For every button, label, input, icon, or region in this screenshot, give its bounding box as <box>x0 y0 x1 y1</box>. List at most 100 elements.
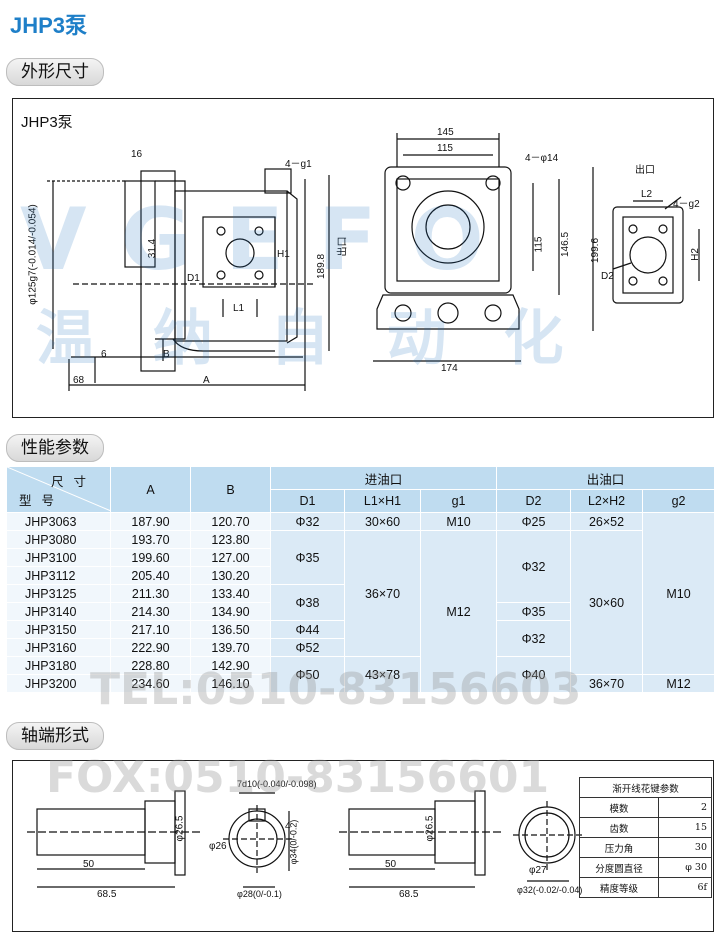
cell-model: JHP3140 <box>6 602 111 621</box>
dim-189-8: 189.8 <box>316 253 328 280</box>
cell-model: JHP3160 <box>6 638 111 657</box>
param-name: 模数 <box>579 797 659 818</box>
table-row: JHP3080 193.70 123.80 Φ35 36×70 M12 Φ32 … <box>6 530 715 693</box>
dim-6: 6 <box>101 349 107 360</box>
section-dimensions: 外形尺寸 <box>6 58 104 86</box>
cell-g2: M12 <box>642 674 716 693</box>
cell-D2: Φ32 <box>496 530 572 603</box>
spline-dim-50: 50 <box>385 859 397 870</box>
dim-146-5: 146.5 <box>560 231 572 258</box>
col-header-L2H2: L2×H2 <box>570 489 644 513</box>
spline-dim-phi32: φ32(-0.02/-0.04) <box>517 885 583 895</box>
dim-4-g1: 4－g1 <box>285 159 312 170</box>
cell-A: 234.60 <box>110 674 191 693</box>
cell-model: JHP3200 <box>6 674 111 693</box>
cell-A: 193.70 <box>110 530 191 549</box>
cell-A: 217.10 <box>110 620 191 639</box>
dim-phi125: φ125g7(-0.014/-0.054) <box>27 204 39 305</box>
spline-dim-68-5: 68.5 <box>399 889 419 900</box>
cell-B: 136.50 <box>190 620 271 639</box>
col-header-D2: D2 <box>496 489 572 513</box>
cell-B: 130.20 <box>190 566 271 585</box>
dim-115-side: 115 <box>533 236 545 253</box>
col-header-L1H1: L1×H1 <box>344 489 421 513</box>
cell-D1: Φ44 <box>270 620 345 639</box>
cell-A: 187.90 <box>110 512 191 531</box>
col-header-inlet: 进油口 <box>269 466 498 490</box>
cell-A: 214.30 <box>110 602 191 621</box>
cell-model: JHP3180 <box>6 656 111 675</box>
cell-D2: Φ35 <box>496 602 572 621</box>
cell-D1: Φ32 <box>270 512 345 531</box>
key-dim-phi34: φ34(0/-0.2) <box>288 819 299 865</box>
table-corner-header: 尺寸 型号 <box>6 466 111 513</box>
col-header-B: B <box>190 466 271 513</box>
param-name: 精度等级 <box>579 877 659 898</box>
dim-68: 68 <box>73 375 85 386</box>
param-value: 2 <box>658 797 712 818</box>
cell-B: 133.40 <box>190 584 271 603</box>
cell-D2: Φ40 <box>496 656 572 693</box>
dim-174: 174 <box>441 363 458 374</box>
cell-g1: M12 <box>419 530 498 693</box>
page-title: JHP3泵 <box>10 13 88 38</box>
cell-model: JHP3125 <box>6 584 111 603</box>
dim-199-6: 199.6 <box>590 237 602 264</box>
cell-A: 199.60 <box>110 548 191 567</box>
col-header-g1: g1 <box>419 489 498 513</box>
key-dim-phi28: φ28(0/-0.1) <box>237 889 282 899</box>
dimension-drawing: JHP3泵 16 4－g1 φ125g7(-0.014/-0.054) 31.4… <box>12 98 714 418</box>
cell-B: 123.80 <box>190 530 271 549</box>
table-row: JHP3150 217.10 136.50 Φ44 Φ32 <box>6 620 715 657</box>
param-name: 分度圆直径 <box>579 857 659 878</box>
cell-A: 211.30 <box>110 584 191 603</box>
performance-table: 尺寸 型号 A B 进油口 出油口 D1 L1×H1 g1 D2 L2×H2 g… <box>6 466 716 693</box>
shaft-dim-68-5: 68.5 <box>97 889 117 900</box>
table-row: JHP3160 222.90 139.70 Φ52 <box>6 638 715 657</box>
param-value: 6f <box>658 877 712 898</box>
drawing-label: JHP3泵 <box>21 114 73 131</box>
corner-size-label: 尺寸 <box>50 475 96 489</box>
param-value: 15 <box>658 817 712 838</box>
shaft-svg <box>27 790 583 888</box>
cell-model: JHP3100 <box>6 548 111 567</box>
cell-model: JHP3150 <box>6 620 111 639</box>
col-header-D1: D1 <box>270 489 345 513</box>
cell-B: 146.10 <box>190 674 271 693</box>
cell-model: JHP3112 <box>6 566 111 585</box>
param-value: 30 <box>658 837 712 858</box>
table-row: JHP3200 234.60 146.10 36×70 M12 <box>6 674 716 693</box>
dim-H2: H2 <box>689 248 701 261</box>
dim-H1: H1 <box>277 249 290 260</box>
table-row: JHP3180 228.80 142.90 Φ50 43×78 Φ40 <box>6 656 715 693</box>
cell-B: 139.70 <box>190 638 271 657</box>
dim-D1: D1 <box>187 273 200 284</box>
side-outlet-label: 出口 <box>337 236 349 257</box>
shaft-drawing: φ26.5 50 68.5 7d10(-0.040/-0.098) 4 φ26 … <box>12 760 714 932</box>
table-row: JHP3140 214.30 134.90 Φ35 <box>6 602 715 621</box>
cell-D1: Φ50 <box>270 656 345 693</box>
cell-g1: M10 <box>419 512 498 531</box>
section-performance: 性能参数 <box>6 434 104 462</box>
cell-D1: Φ38 <box>270 584 345 621</box>
param-name: 压力角 <box>579 837 659 858</box>
cell-B: 142.90 <box>190 656 271 675</box>
cell-g2: M10 <box>642 512 716 675</box>
shaft-dim-phi26-5: φ26.5 <box>174 815 186 842</box>
key-dim-4: 4 <box>285 821 291 832</box>
shaft-dim-50: 50 <box>83 859 95 870</box>
cell-D2: Φ25 <box>496 512 572 531</box>
dim-B: B <box>163 349 170 360</box>
cell-L1H1: 43×78 <box>344 656 421 693</box>
col-header-g2: g2 <box>642 489 716 513</box>
cell-A: 228.80 <box>110 656 191 675</box>
key-dim-width: 7d10(-0.040/-0.098) <box>237 779 317 789</box>
corner-model-label: 型号 <box>19 494 65 508</box>
cell-D2: Φ32 <box>496 620 572 657</box>
dim-4-g2: 4－g2 <box>673 199 700 210</box>
